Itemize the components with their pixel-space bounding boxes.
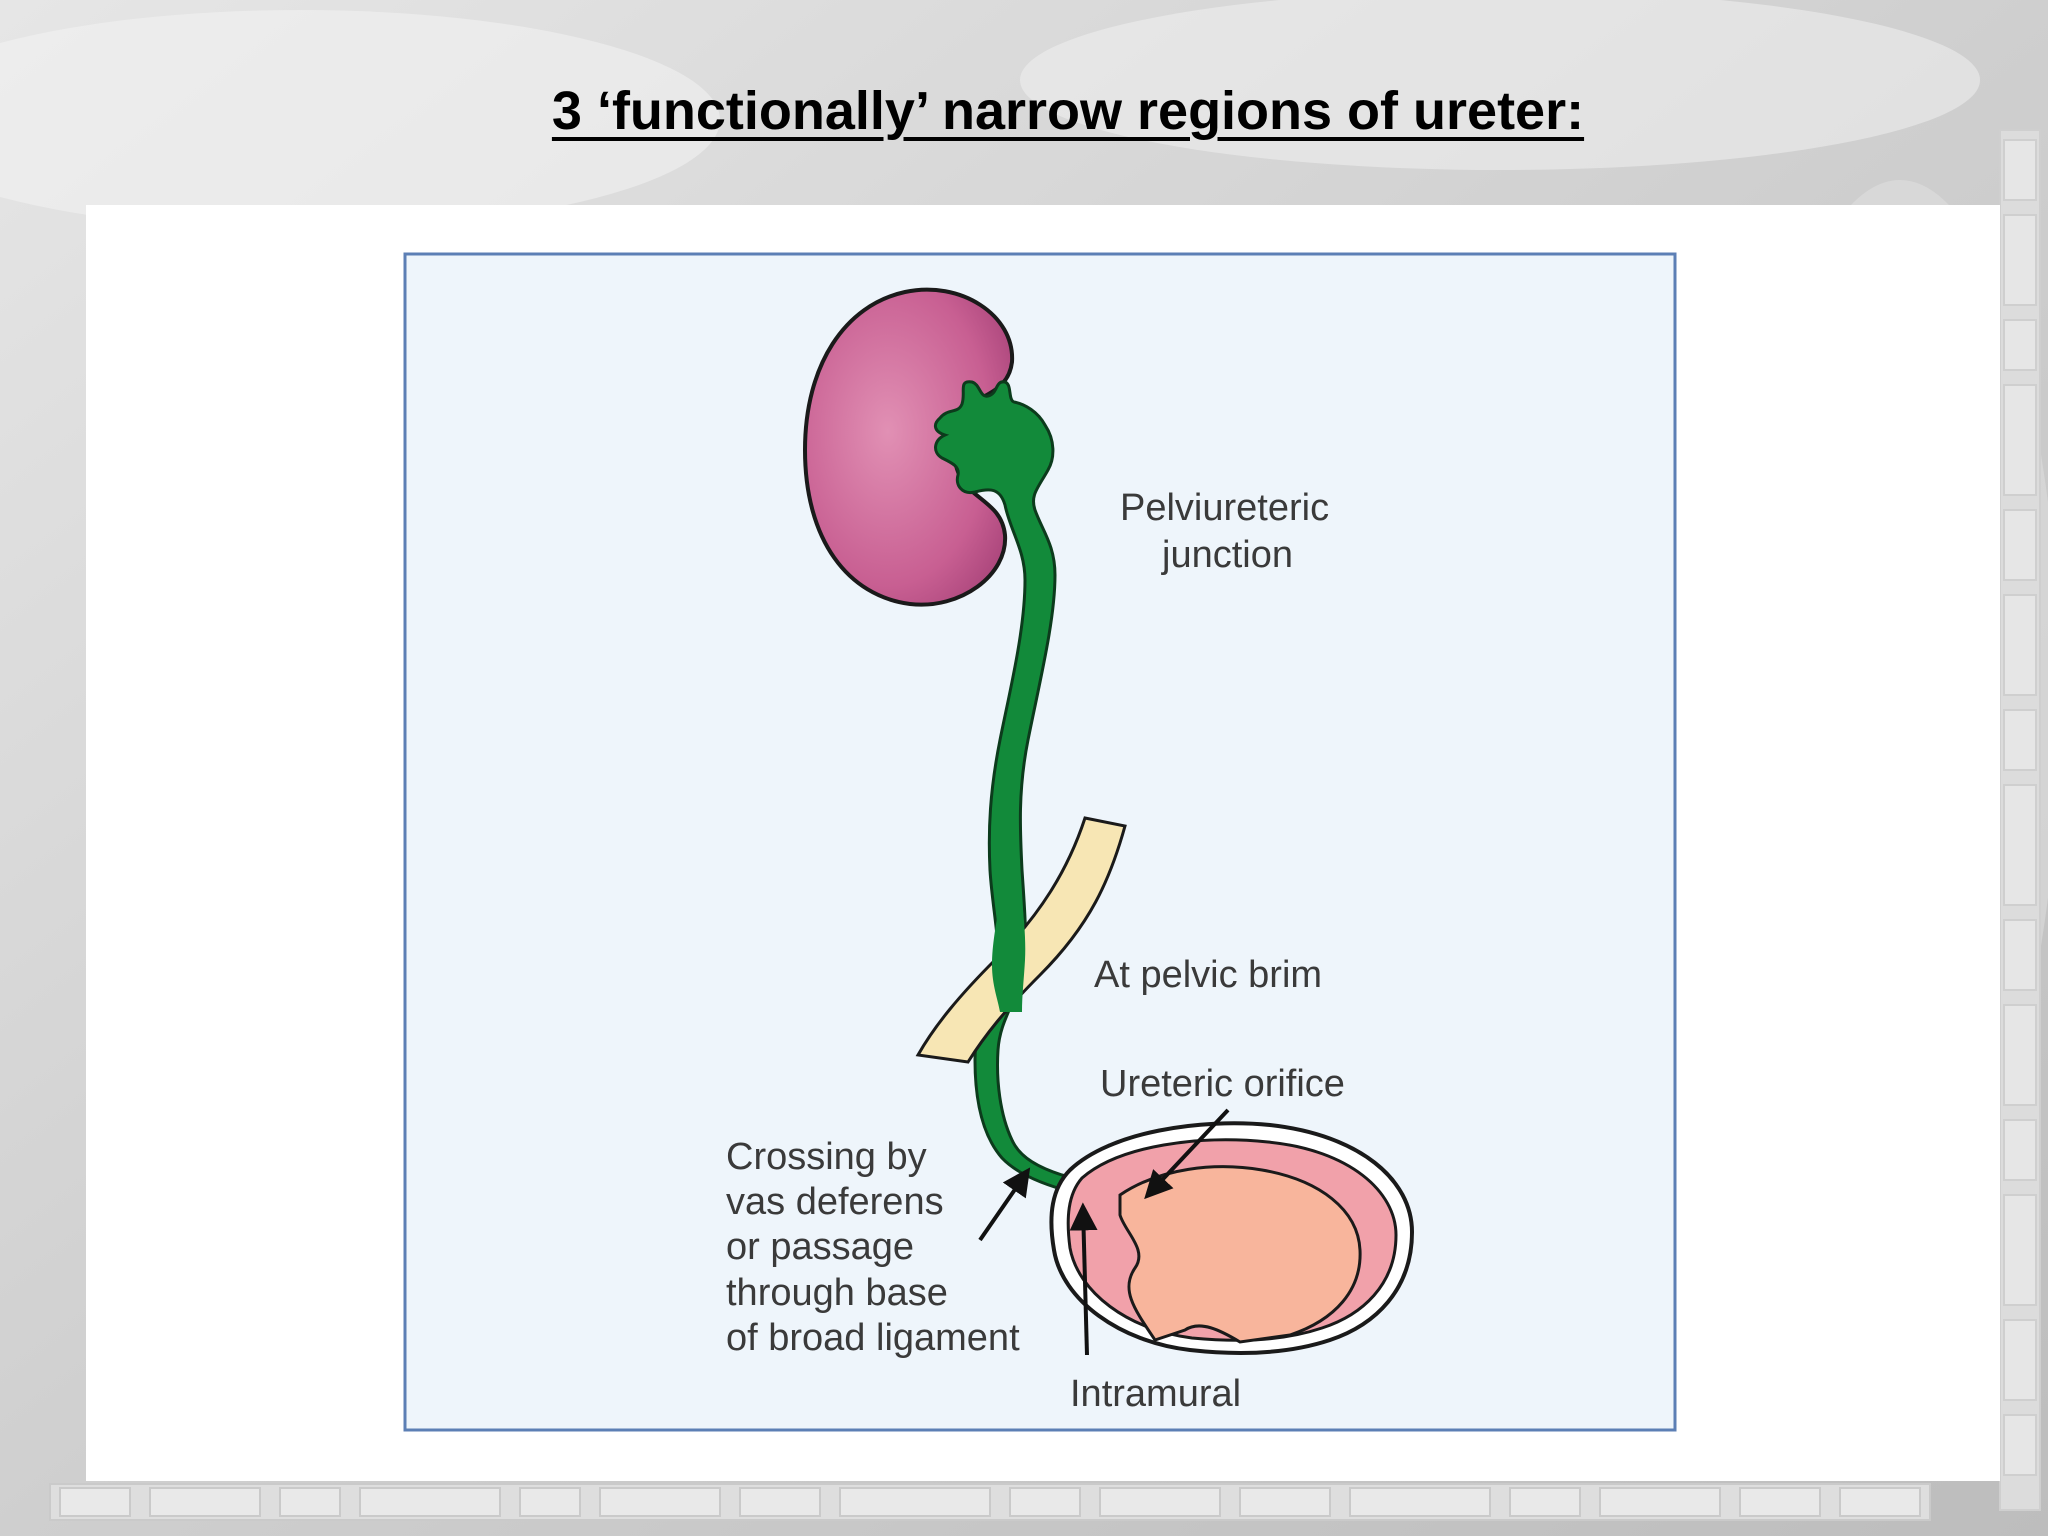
label-crossing-line2: vas deferens <box>726 1181 944 1223</box>
label-pelviureteric-line2: junction <box>1161 534 1293 576</box>
label-pelvic-brim: At pelvic brim <box>1094 954 1322 996</box>
label-intramural: Intramural <box>1070 1373 1241 1415</box>
ureteric-orifice-arrow <box>1144 1108 1230 1200</box>
ureter-over-vessel <box>992 900 1026 1012</box>
label-crossing-line1: Crossing by <box>726 1136 927 1178</box>
crossing-arrow <box>978 1167 1031 1242</box>
kidney-shape <box>802 287 1015 607</box>
bladder-shape <box>1049 1121 1415 1355</box>
right-decorative-strip <box>1999 129 2041 1511</box>
slide-title: 3 ‘functionally’ narrow regions of urete… <box>551 81 1585 141</box>
bottom-decorative-strip <box>49 1483 1931 1521</box>
ureter-shape <box>933 380 1083 1194</box>
label-crossing-line5: of broad ligament <box>726 1317 1020 1359</box>
label-crossing-line4: through base <box>726 1272 948 1314</box>
label-crossing-line3: or passage <box>726 1226 914 1268</box>
label-ureteric-orifice: Ureteric orifice <box>1100 1063 1345 1105</box>
intramural-arrow <box>1069 1202 1098 1356</box>
label-pelviureteric-line1: Pelviureteric <box>1120 487 1329 529</box>
